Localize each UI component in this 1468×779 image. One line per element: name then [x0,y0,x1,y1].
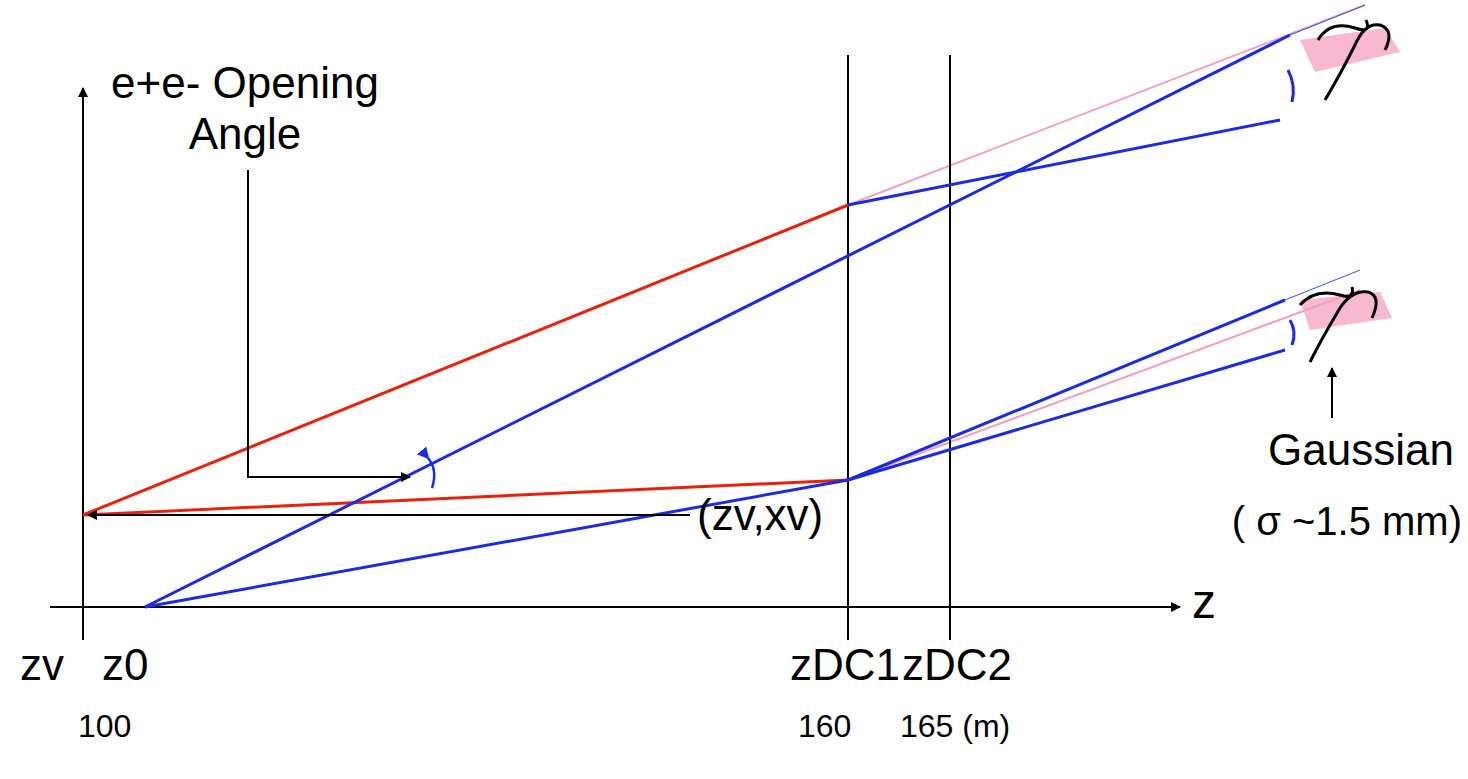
position-label: zDC2 [902,640,1012,691]
leader-line [88,514,690,516]
leader-line [1331,368,1333,418]
gaussian-curve [1318,20,1389,100]
reconstructed-track [848,120,1280,205]
position-label: zv [20,640,64,691]
reconstructed-track [848,300,1285,480]
resolution-label: ( σ ~1.5 mm) [1232,498,1462,544]
vertex-label: (zv,xv) [697,490,823,541]
distance-value: 160 [798,708,851,745]
distance-value: 165 (m) [900,708,1010,745]
drift-chamber-plane [949,55,951,640]
gaussian-label: Gaussian [1268,425,1454,476]
reconstructed-track [145,35,1290,607]
angle-mark [1290,320,1294,345]
drift-chamber-plane [847,55,849,640]
angle-mark [1288,70,1293,102]
gaussian-curve [1300,287,1376,362]
z-axis [50,606,1180,608]
reconstructed-track [848,350,1285,480]
x-axis [82,88,84,640]
position-label: zDC1 [790,640,900,691]
reconstructed-track [145,480,848,607]
leader-line [248,170,410,477]
axis-label: z [1192,574,1216,629]
distance-value: 100 [78,708,131,745]
angle-arc [428,458,434,488]
electron-track [83,205,848,515]
position-label: z0 [102,640,148,691]
angle-label: e+e- Opening Angle [95,58,395,159]
